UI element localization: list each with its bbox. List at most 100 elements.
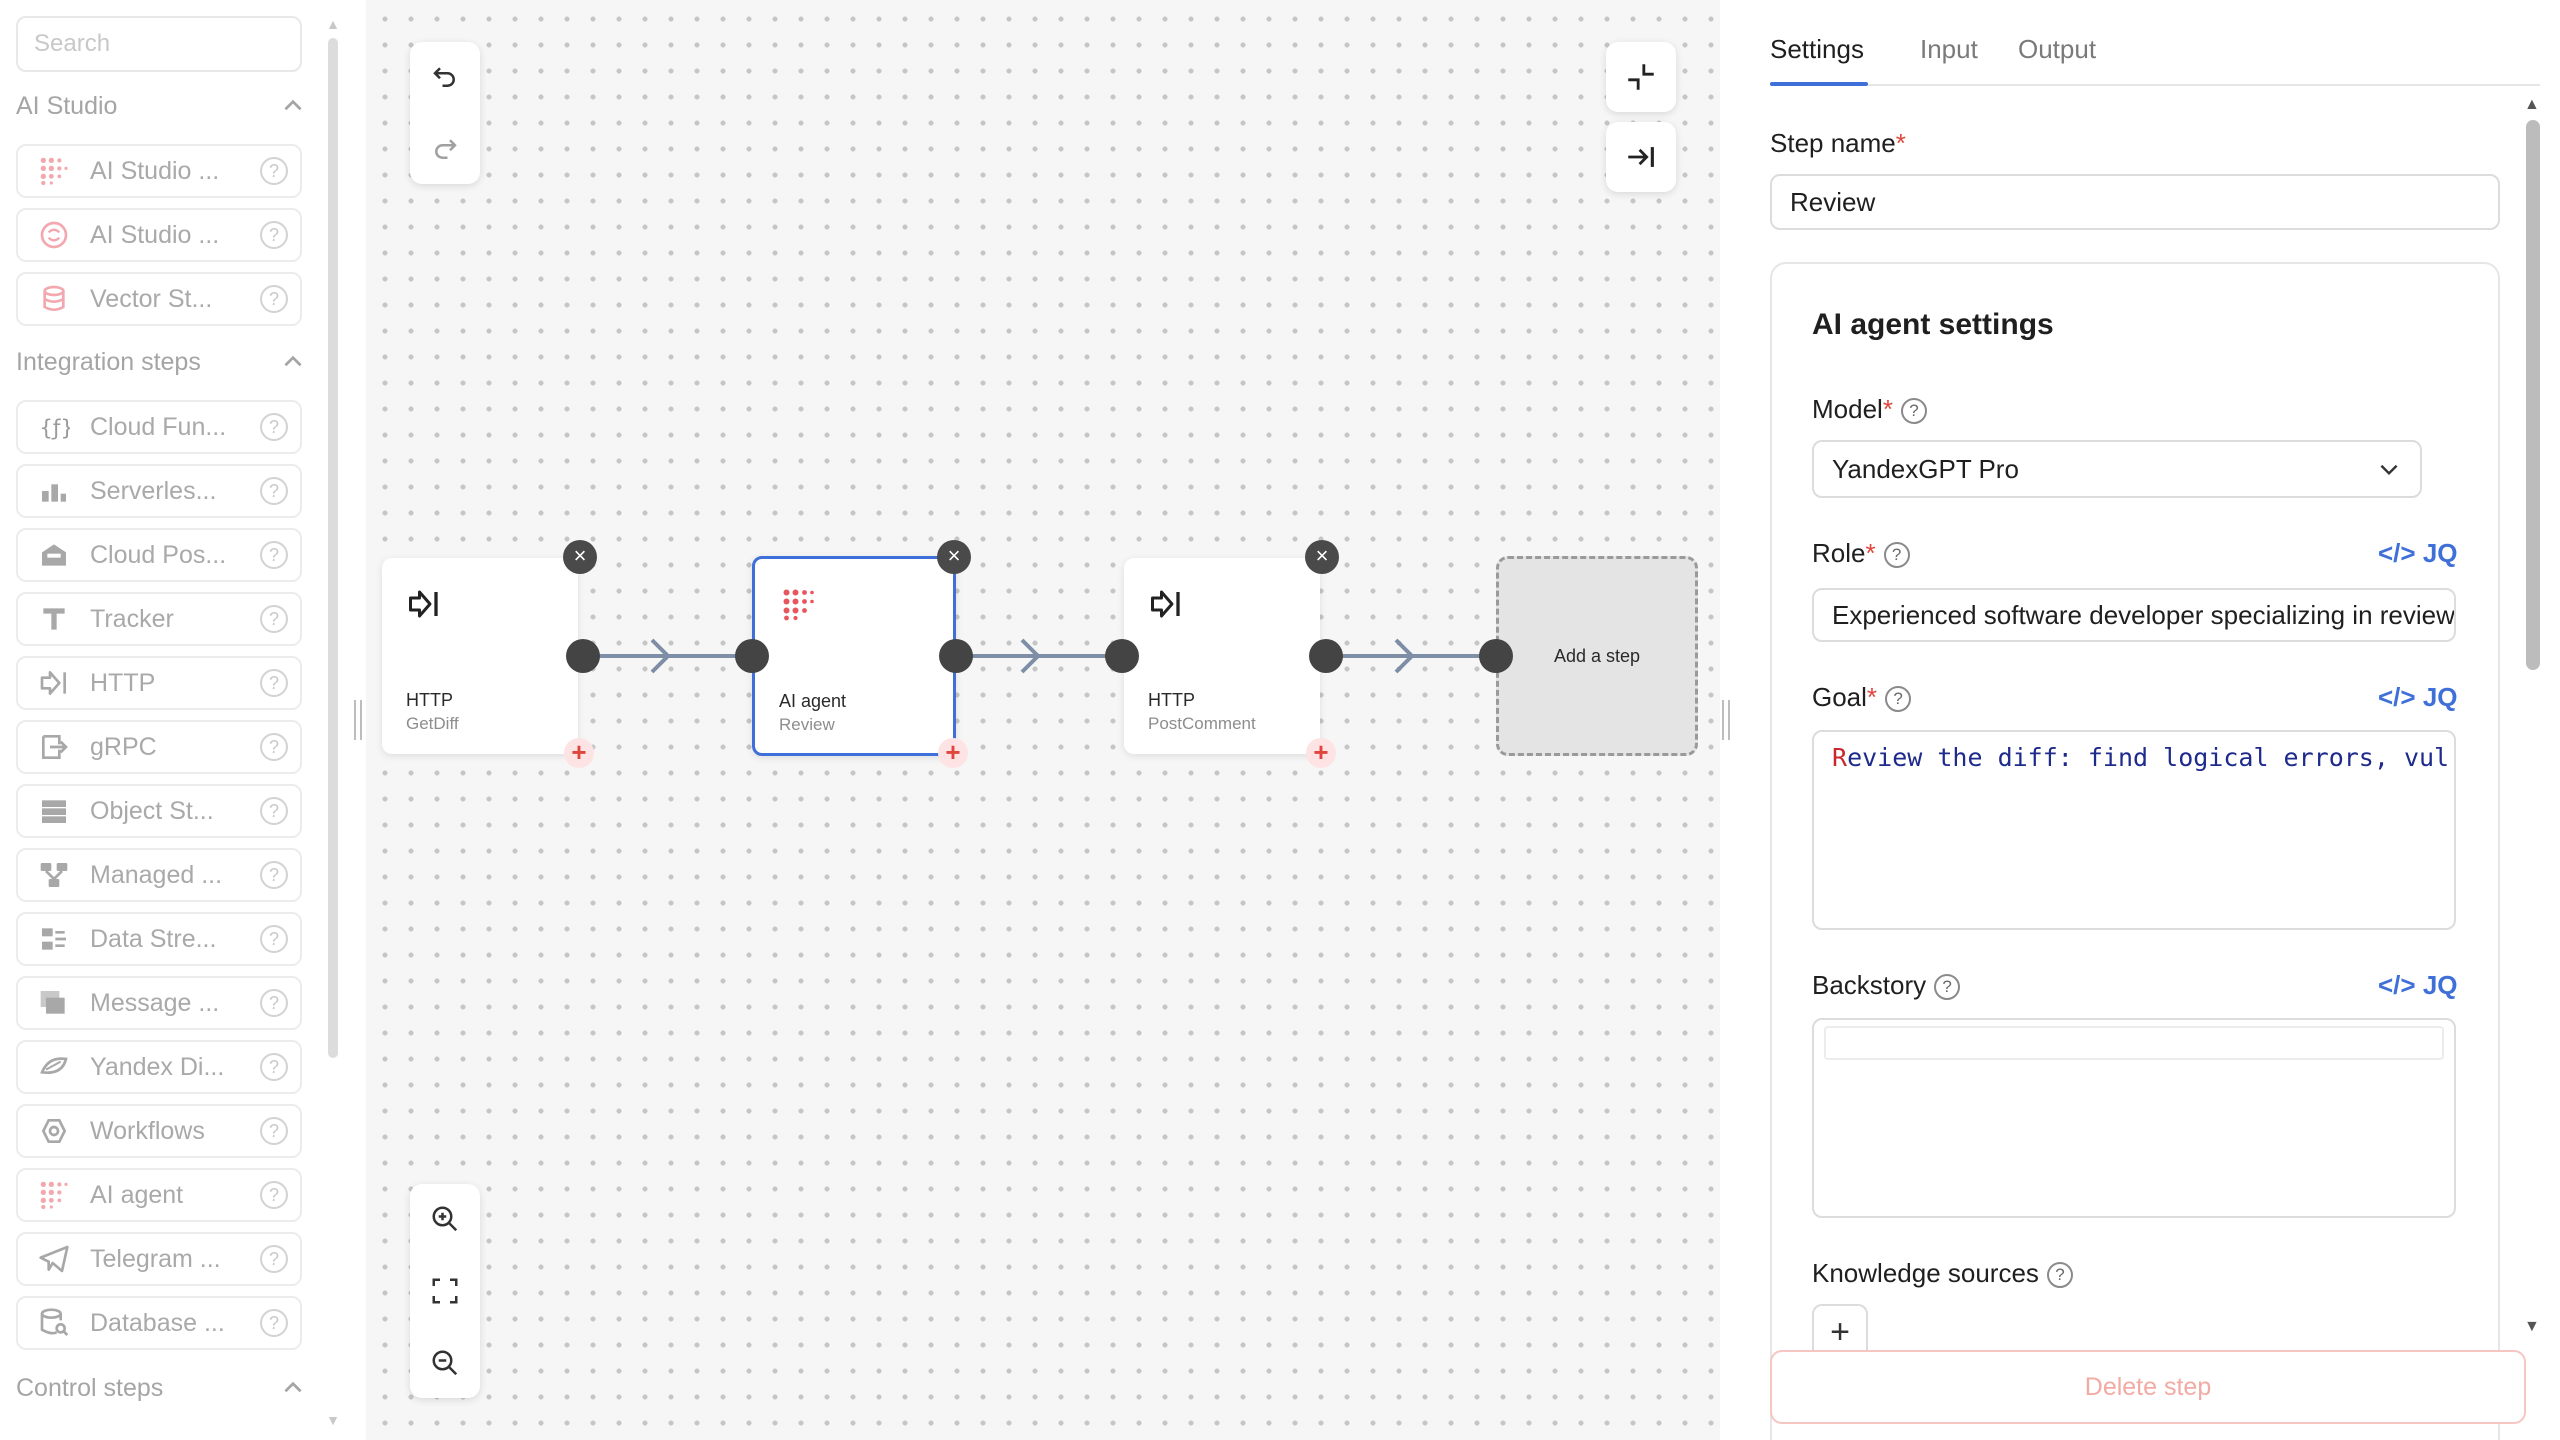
help-icon[interactable]: ?	[1934, 974, 1961, 1001]
delete-node-button[interactable]: ×	[563, 540, 597, 574]
role-jq-toggle[interactable]: </> JQ	[2378, 538, 2458, 569]
help-icon[interactable]: ?	[260, 413, 288, 441]
sidebar-item-tracker[interactable]: Tracker?	[16, 592, 302, 646]
search-input[interactable]: Search	[16, 16, 302, 72]
help-icon[interactable]: ?	[1885, 686, 1912, 713]
help-icon[interactable]: ?	[260, 157, 288, 185]
help-icon[interactable]: ?	[2046, 1262, 2073, 1289]
scroll-down-icon[interactable]: ▼	[2524, 1318, 2540, 1335]
sidebar-item-label: AI Studio ...	[90, 156, 220, 185]
help-icon[interactable]: ?	[260, 989, 288, 1017]
scrollbar-thumb[interactable]	[328, 38, 338, 1058]
group-header-integration[interactable]: Integration steps	[16, 340, 306, 384]
help-icon[interactable]: ?	[1883, 542, 1910, 569]
help-icon[interactable]: ?	[260, 477, 288, 505]
add-step-label: Add a step	[1553, 645, 1641, 666]
help-icon[interactable]: ?	[260, 1053, 288, 1081]
scroll-up-icon[interactable]: ▲	[326, 16, 340, 32]
role-input[interactable]: Experienced software developer specializ…	[1812, 588, 2456, 642]
collapse-panel-button[interactable]	[1606, 122, 1676, 192]
step-node-http-getdiff[interactable]: HTTP GetDiff	[382, 558, 578, 754]
add-next-step-button[interactable]: +	[564, 738, 594, 768]
step-name-input[interactable]: Review	[1770, 174, 2500, 230]
add-next-step-button[interactable]: +	[938, 738, 968, 768]
undo-icon	[433, 67, 455, 87]
zoom-in-button[interactable]	[410, 1184, 480, 1254]
help-icon[interactable]: ?	[260, 1309, 288, 1337]
undo-button[interactable]	[410, 42, 480, 112]
panel-resize-handle[interactable]	[1722, 700, 1730, 740]
sidebar-item-label: Telegram ...	[90, 1244, 221, 1273]
help-icon[interactable]: ?	[260, 925, 288, 953]
output-port[interactable]	[1309, 639, 1343, 673]
step-node-ai-agent-review[interactable]: AI agent Review	[752, 556, 956, 756]
sidebar-resize-handle[interactable]	[354, 700, 362, 740]
input-port[interactable]	[1479, 639, 1513, 673]
sidebar-item-serverles[interactable]: Serverles...?	[16, 464, 302, 518]
backstory-editor[interactable]	[1812, 1018, 2456, 1218]
sidebar-item-telegram[interactable]: Telegram ...?	[16, 1232, 302, 1286]
help-icon[interactable]: ?	[1900, 398, 1927, 425]
sidebar-item-workflows[interactable]: Workflows?	[16, 1104, 302, 1158]
tab-output[interactable]: Output	[2018, 34, 2097, 64]
sidebar-item-managed[interactable]: Managed ...?	[16, 848, 302, 902]
group-header-ai-studio[interactable]: AI Studio	[16, 84, 306, 128]
add-step-placeholder[interactable]: Add a step	[1496, 556, 1698, 756]
add-next-step-button[interactable]: +	[1306, 738, 1336, 768]
delete-node-button[interactable]: ×	[937, 540, 971, 574]
fit-view-button[interactable]	[410, 1256, 480, 1326]
goal-label: Goal*?	[1812, 682, 1912, 713]
tab-settings[interactable]: Settings	[1770, 34, 1864, 64]
sidebar-item-data-stre[interactable]: Data Stre...?	[16, 912, 302, 966]
sidebar-item-label: Cloud Pos...	[90, 540, 227, 569]
sidebar-item-message[interactable]: Message ...?	[16, 976, 302, 1030]
help-icon[interactable]: ?	[260, 1181, 288, 1209]
sidebar-item-database[interactable]: Database ...?	[16, 1296, 302, 1350]
help-icon[interactable]: ?	[260, 669, 288, 697]
zoom-out-button[interactable]	[410, 1328, 480, 1398]
goal-jq-toggle[interactable]: </> JQ	[2378, 682, 2458, 713]
help-icon[interactable]: ?	[260, 605, 288, 633]
sidebar-item-http[interactable]: HTTP?	[16, 656, 302, 710]
input-port[interactable]	[1105, 639, 1139, 673]
scroll-down-icon[interactable]: ▼	[326, 1412, 340, 1428]
tab-input[interactable]: Input	[1920, 34, 1978, 64]
goal-editor[interactable]: Review the diff: find logical errors, vu…	[1812, 730, 2456, 930]
sidebar-item-vector-st[interactable]: Vector St...?	[16, 272, 302, 326]
sidebar-item-grpc[interactable]: gRPC?	[16, 720, 302, 774]
panel-scrollbar[interactable]: ▲ ▼	[2522, 96, 2542, 1346]
scroll-up-icon[interactable]: ▲	[2524, 96, 2540, 113]
help-icon[interactable]: ?	[260, 1117, 288, 1145]
help-icon[interactable]: ?	[260, 221, 288, 249]
group-header-control[interactable]: Control steps	[16, 1366, 306, 1410]
help-icon[interactable]: ?	[260, 861, 288, 889]
input-port[interactable]	[735, 639, 769, 673]
delete-step-button[interactable]: Delete step	[1770, 1350, 2526, 1424]
ai-agent-icon	[783, 589, 814, 621]
sidebar-item-ai-studio[interactable]: AI Studio ...?	[16, 144, 302, 198]
help-icon[interactable]: ?	[260, 285, 288, 313]
sidebar-item-ai-studio[interactable]: AI Studio ...?	[16, 208, 302, 262]
workflow-canvas[interactable]: HTTP GetDiff × + AI agent Review × +	[366, 0, 1720, 1440]
sidebar-item-object-st[interactable]: Object St...?	[16, 784, 302, 838]
step-node-http-postcomment[interactable]: HTTP PostComment	[1124, 558, 1320, 754]
sidebar-item-cloud-pos[interactable]: Cloud Pos...?	[16, 528, 302, 582]
backstory-jq-toggle[interactable]: </> JQ	[2378, 970, 2458, 1001]
chevron-down-icon	[2380, 464, 2398, 476]
help-icon[interactable]: ?	[260, 1245, 288, 1273]
output-port[interactable]	[939, 639, 973, 673]
output-port[interactable]	[566, 639, 600, 673]
sidebar-item-cloud-fun[interactable]: {ƒ}Cloud Fun...?	[16, 400, 302, 454]
redo-button[interactable]	[410, 114, 480, 184]
card-title: AI agent settings	[1812, 308, 2054, 341]
sidebar-scrollbar[interactable]: ▲ ▼	[326, 16, 340, 1428]
help-icon[interactable]: ?	[260, 733, 288, 761]
model-select[interactable]: YandexGPT Pro	[1812, 440, 2422, 498]
help-icon[interactable]: ?	[260, 541, 288, 569]
scrollbar-thumb[interactable]	[2526, 120, 2540, 670]
sidebar-item-ai-agent[interactable]: AI agent?	[16, 1168, 302, 1222]
collapse-button[interactable]	[1606, 42, 1676, 112]
help-icon[interactable]: ?	[260, 797, 288, 825]
sidebar-item-yandex-di[interactable]: Yandex Di...?	[16, 1040, 302, 1094]
delete-node-button[interactable]: ×	[1305, 540, 1339, 574]
